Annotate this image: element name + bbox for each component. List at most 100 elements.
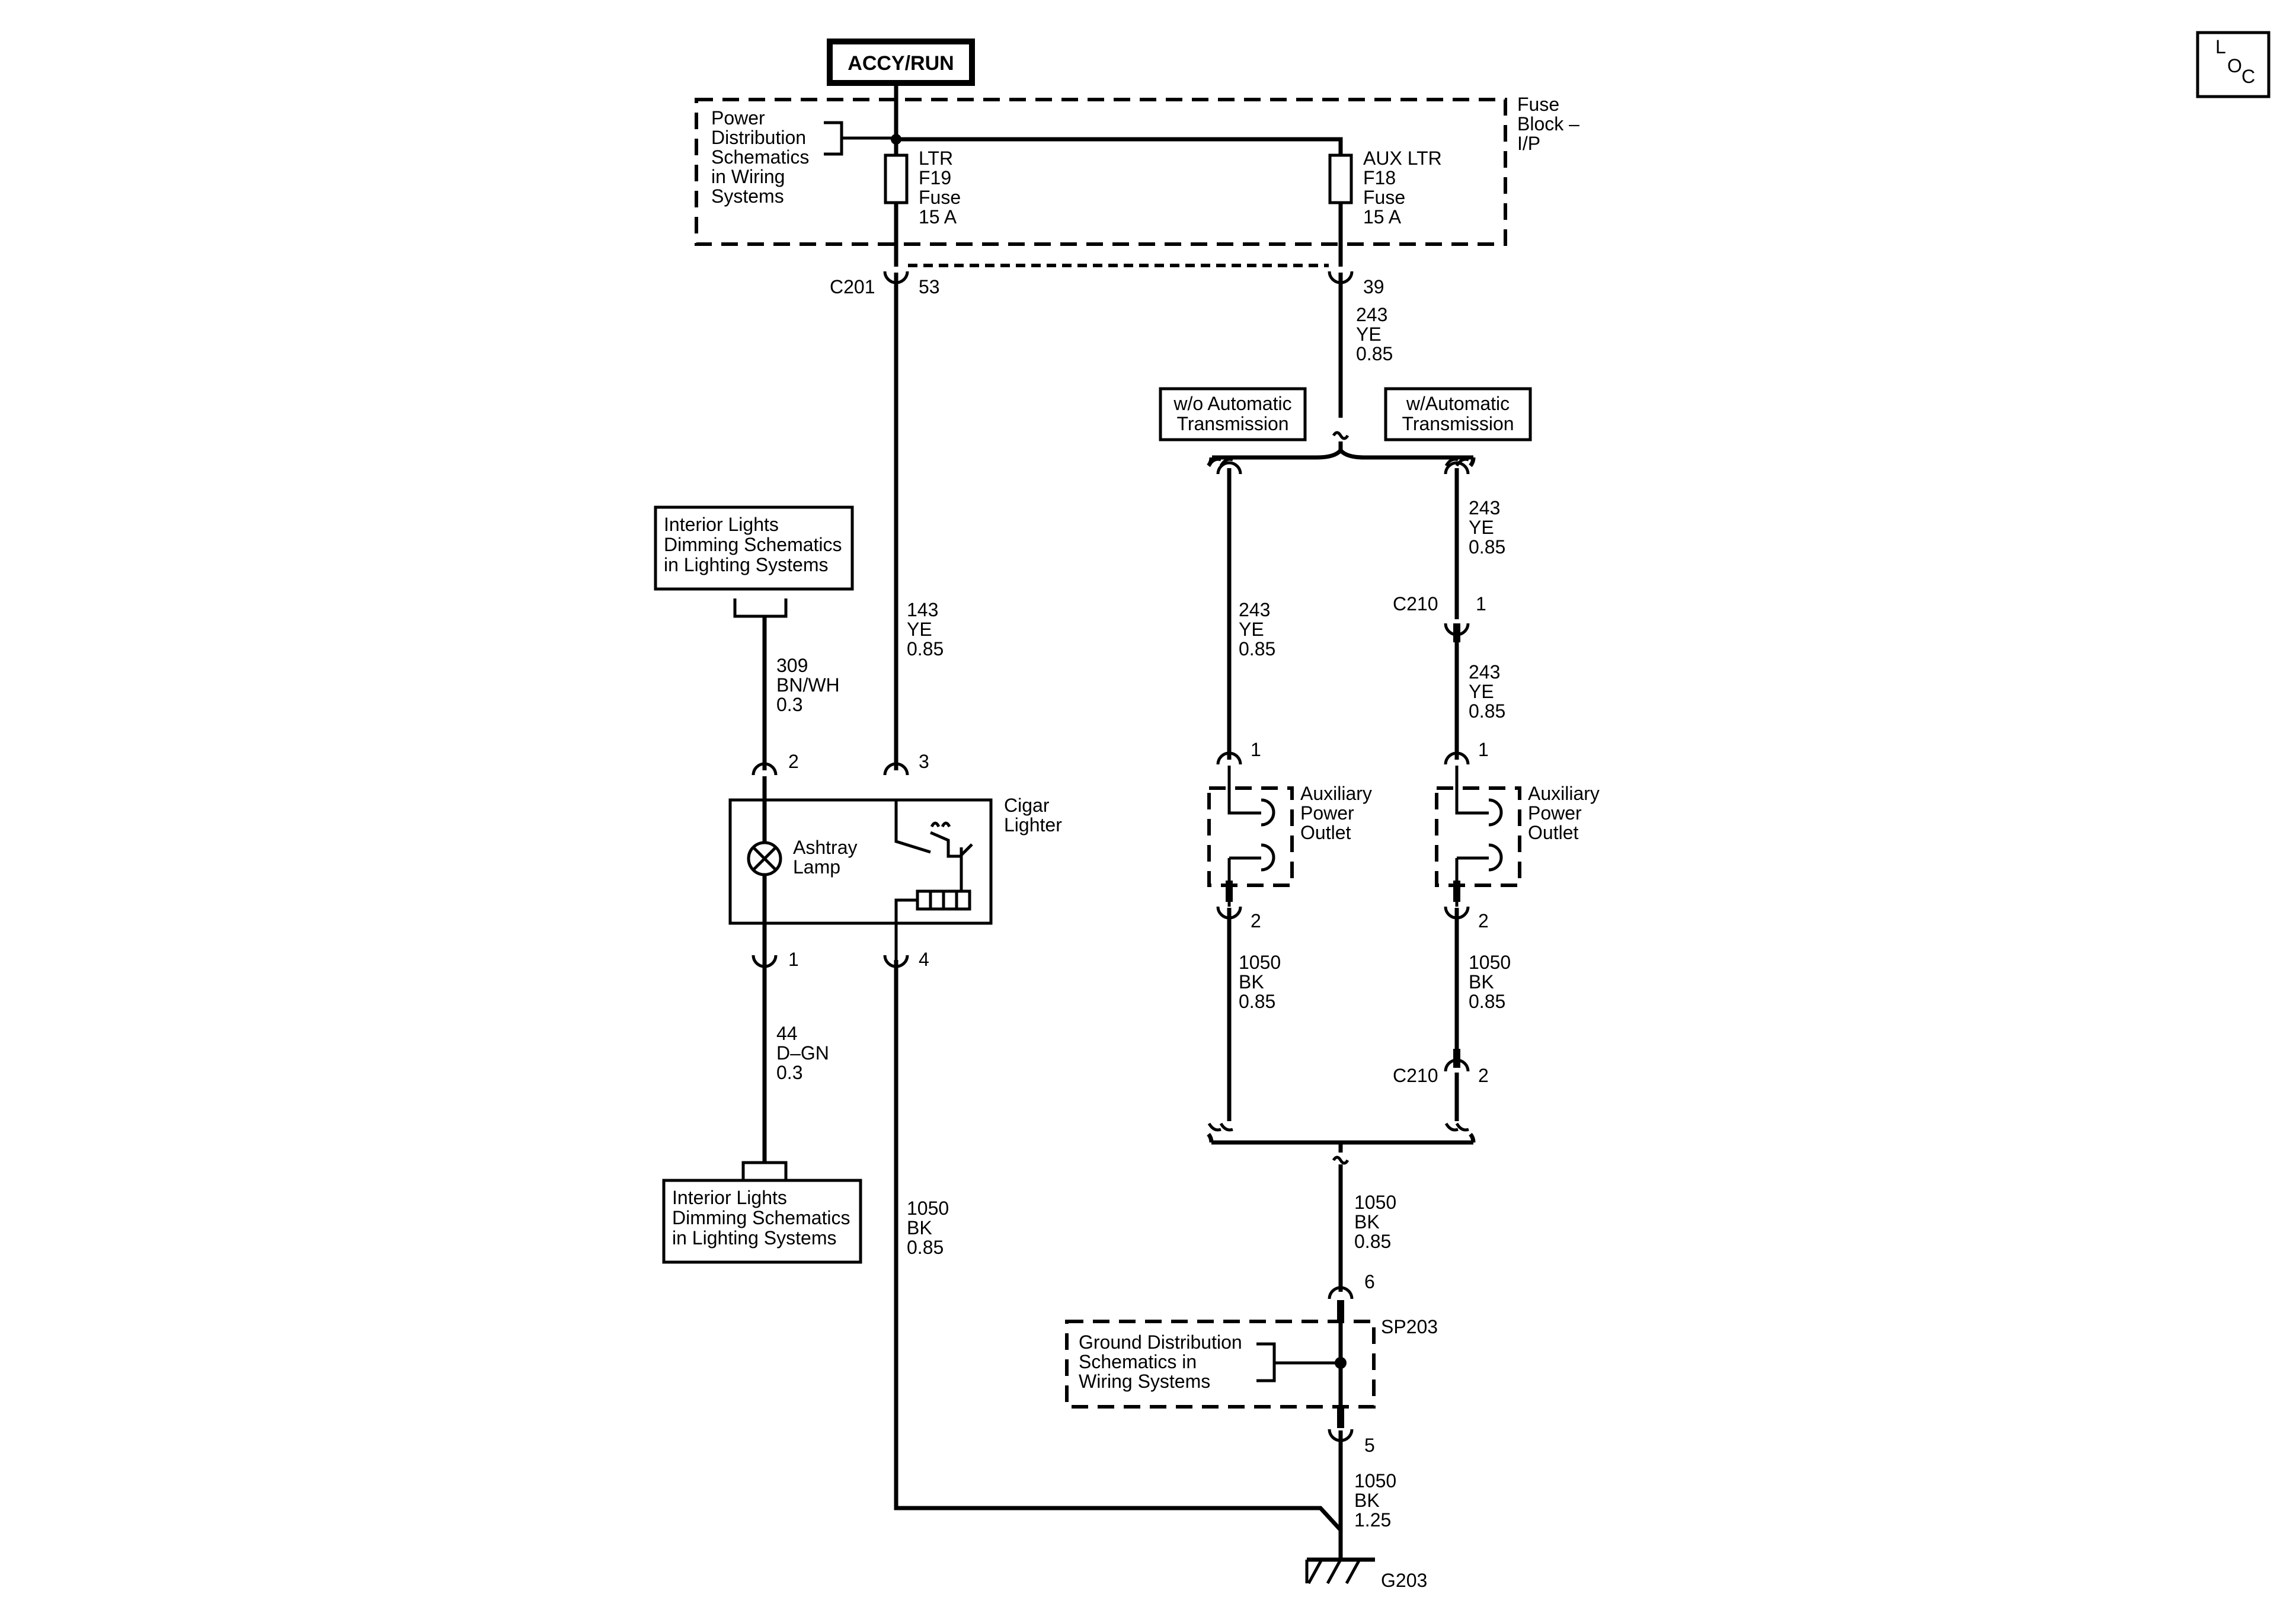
power-source-label: ACCY/RUN <box>848 52 954 75</box>
pin-ashtray-top: 2 <box>788 751 799 772</box>
wire-1050-splice-line-1: 1050 <box>1354 1192 1396 1213</box>
ground-label: G203 <box>1381 1570 1427 1591</box>
pin-lighter-top: 3 <box>919 751 929 772</box>
outlet-left-line-2: Power <box>1300 802 1354 824</box>
fuse-block-label-1: Fuse <box>1517 94 1559 115</box>
fuse-f18-line-4: 15 A <box>1363 206 1402 228</box>
fuse-block-label-2: Block – <box>1517 113 1579 135</box>
loc-letter-o: O <box>2227 55 2242 76</box>
fuse-block-label-3: I/P <box>1517 133 1540 154</box>
splice-sp203: 6 SP203 Ground Distribution Schematics i… <box>1065 1271 1438 1456</box>
option-without-auto-line-2: Transmission <box>1176 413 1288 434</box>
wire-243-right-a-line-1: 243 <box>1469 497 1500 518</box>
loc-letter-l: L <box>2215 36 2226 57</box>
outlet-left-pin-1: 1 <box>1251 739 1261 760</box>
wire-243-left-line-3: 0.85 <box>1239 638 1275 660</box>
c210-bottom-label: C210 <box>1393 1065 1438 1086</box>
wire-143-line-3: 0.85 <box>907 638 944 660</box>
power-source-box: ACCY/RUN <box>827 39 975 86</box>
loc-letter-c: C <box>2241 66 2255 87</box>
wire-1050-right-line-3: 0.85 <box>1469 991 1505 1012</box>
splice-pin-5: 5 <box>1364 1435 1375 1456</box>
outlet-left-line-3: Outlet <box>1300 822 1351 843</box>
outlet-right-pin-2: 2 <box>1478 910 1489 932</box>
wire-143-line-2: YE <box>907 619 932 640</box>
connector-c201: C201 53 39 <box>830 264 1384 297</box>
dimming-ref-bottom-line-1: Interior Lights <box>672 1187 787 1208</box>
wire-243-fuse-line-2: YE <box>1356 324 1382 345</box>
wire-1050-lighter-line-3: 0.85 <box>907 1237 944 1258</box>
wire-243-right-a-line-3: 0.85 <box>1469 536 1505 558</box>
fuse-f19-icon <box>884 153 909 204</box>
ground-dist-line-3: Wiring Systems <box>1079 1371 1210 1392</box>
dimming-ref-top: Interior Lights Dimming Schematics in Li… <box>654 505 854 618</box>
loc-symbol: L O C <box>2196 31 2271 98</box>
fuse-f19-line-4: 15 A <box>919 206 957 228</box>
dimming-ref-bottom: Interior Lights Dimming Schematics in Li… <box>662 1161 862 1264</box>
fuse-f18-icon <box>1328 153 1353 204</box>
outlet-left-pin-2: 2 <box>1251 910 1261 932</box>
fuse-f18-line-1: AUX LTR <box>1363 148 1442 169</box>
splice-pin-6: 6 <box>1364 1271 1375 1292</box>
dimming-ref-top-line-2: Dimming Schematics <box>664 534 842 555</box>
c201-pin-39: 39 <box>1363 276 1384 297</box>
option-without-auto-line-1: w/o Automatic <box>1173 393 1291 414</box>
connector-c210-top: C210 1 <box>1393 593 1486 642</box>
option-without-auto: w/o Automatic Transmission <box>1159 387 1307 441</box>
dimming-ref-bottom-line-2: Dimming Schematics <box>672 1207 850 1228</box>
wire-1050-left-line-3: 0.85 <box>1239 991 1275 1012</box>
ashtray-lamp-line-1: Ashtray <box>793 837 857 858</box>
fuse-block: Fuse Block – I/P <box>695 94 1579 246</box>
option-branch-top <box>1207 431 1476 468</box>
connector-c210-bottom: C210 2 <box>1393 1049 1489 1086</box>
wire-44-line-1: 44 <box>776 1023 798 1044</box>
wire-309-line-2: BN/WH <box>776 674 840 696</box>
fuse-f18-line-2: F18 <box>1363 167 1396 188</box>
wire-1050-right-line-2: BK <box>1469 971 1494 993</box>
wire-243-fuse-line-1: 243 <box>1356 304 1387 325</box>
wire-243-right-b-line-1: 243 <box>1469 661 1500 683</box>
wire-1050-ground-line-1: 1050 <box>1354 1470 1396 1491</box>
outlet-right-line-2: Power <box>1528 802 1582 824</box>
option-with-auto-line-2: Transmission <box>1402 413 1514 434</box>
c201-label: C201 <box>830 276 875 297</box>
lighter-assembly: Ashtray Lamp Cigar Lighter <box>728 776 1062 960</box>
aux-outlet-left: 1 Auxiliary Power Outlet 2 <box>1207 739 1372 932</box>
option-branch-bottom <box>1207 1122 1476 1165</box>
c210-pin-2: 2 <box>1478 1065 1489 1086</box>
wire-243-fuse-line-3: 0.85 <box>1356 343 1393 364</box>
cigar-lighter-line-2: Lighter <box>1004 814 1062 836</box>
wire-243-right-b-line-3: 0.85 <box>1469 700 1505 722</box>
power-dist-line-5: Systems <box>711 185 784 207</box>
outlet-right-line-1: Auxiliary <box>1528 783 1600 804</box>
wire-1050-left-line-1: 1050 <box>1239 952 1281 973</box>
fuse-f18-line-3: Fuse <box>1363 187 1405 208</box>
outlet-right-line-3: Outlet <box>1528 822 1578 843</box>
outlet-left-line-1: Auxiliary <box>1300 783 1372 804</box>
outlet-right-pin-1: 1 <box>1478 739 1489 760</box>
option-with-auto-line-1: w/Automatic <box>1406 393 1510 414</box>
aux-outlet-right: 1 Auxiliary Power Outlet 2 <box>1435 739 1600 932</box>
ground-dist-line-2: Schematics in <box>1079 1351 1197 1372</box>
power-dist-line-1: Power <box>711 107 765 129</box>
cigar-lighter-icon <box>894 800 973 960</box>
wire-1050-lighter-line-1: 1050 <box>907 1198 949 1219</box>
wire-1050-right-line-1: 1050 <box>1469 952 1511 973</box>
wire-44-line-2: D–GN <box>776 1042 829 1064</box>
fuse-bus: LTR F19 Fuse 15 A AUX LTR F18 Fuse 15 A <box>884 83 1442 267</box>
ground-dist-line-1: Ground Distribution <box>1079 1331 1242 1353</box>
cigar-lighter-line-1: Cigar <box>1004 795 1050 816</box>
option-with-auto: w/Automatic Transmission <box>1384 387 1532 441</box>
wire-243-right-a-line-2: YE <box>1469 517 1494 538</box>
dimming-ref-top-line-1: Interior Lights <box>664 514 779 535</box>
ashtray-lamp-line-2: Lamp <box>793 856 840 878</box>
power-dist-line-4: in Wiring <box>711 166 785 187</box>
fuse-f19-line-1: LTR <box>919 148 953 169</box>
wire-243-right-b-line-2: YE <box>1469 681 1494 702</box>
wire-1050-lighter <box>894 960 1342 1532</box>
power-dist-line-3: Schematics <box>711 146 809 168</box>
dimming-ref-top-line-3: in Lighting Systems <box>664 554 828 575</box>
pin-lighter-bottom: 4 <box>919 949 929 970</box>
splice-label: SP203 <box>1381 1316 1438 1337</box>
